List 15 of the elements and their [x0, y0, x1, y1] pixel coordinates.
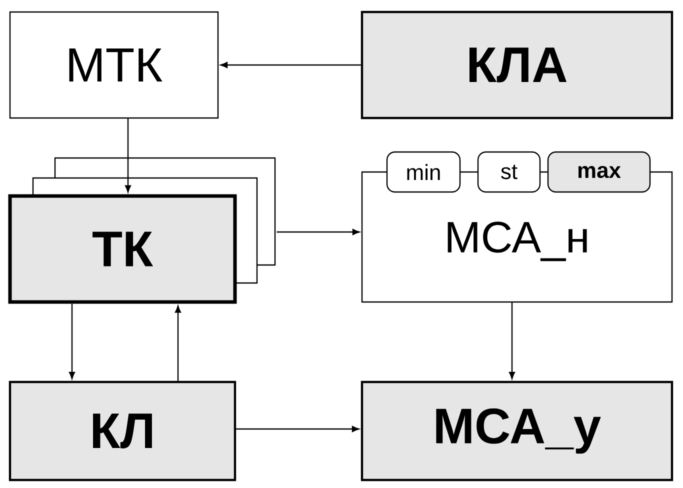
arrow — [508, 302, 516, 380]
arrow — [68, 304, 76, 380]
process-box: КЛ — [8, 380, 236, 482]
arrow — [220, 62, 361, 68]
process-box: МТК — [9, 11, 219, 119]
tab-label: max — [547, 151, 651, 193]
arrow — [124, 118, 132, 192]
tab-label: min — [386, 151, 461, 193]
arrow — [276, 228, 360, 236]
process-box: МСА_у — [360, 380, 674, 482]
process-box: КЛА — [360, 10, 674, 120]
tab-label: st — [477, 151, 541, 193]
process-box: ТК — [8, 194, 237, 304]
arrow — [174, 306, 182, 381]
arrow — [236, 426, 360, 432]
